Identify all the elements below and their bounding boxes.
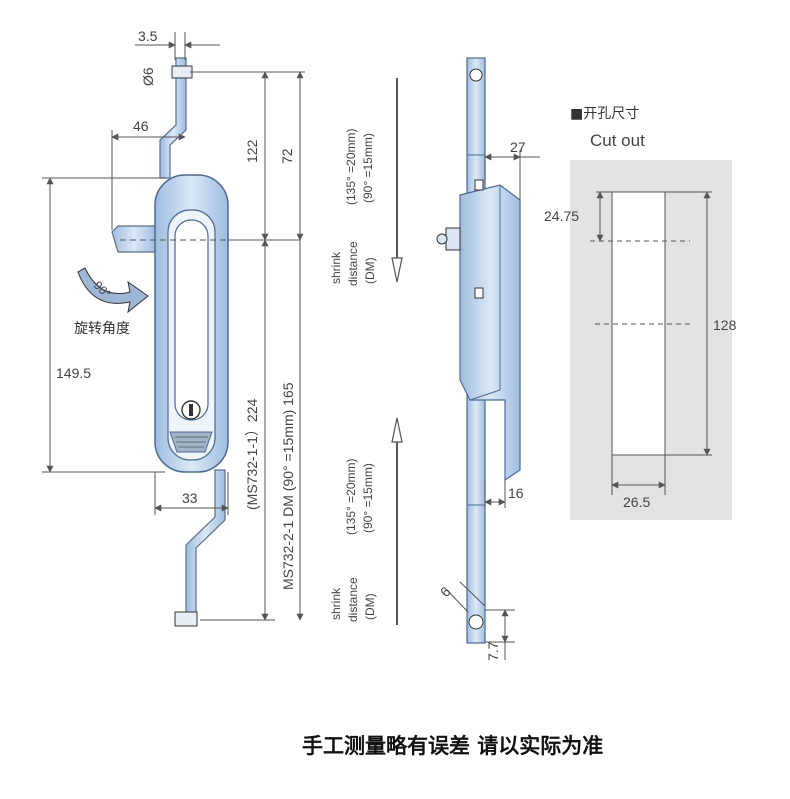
dim-24-75: 24.75 — [544, 208, 579, 224]
dim-149-5: 149.5 — [56, 365, 91, 381]
bottom-bolt — [174, 611, 198, 627]
dim-16: 16 — [508, 485, 524, 501]
shrink-lower-s2: distance — [346, 577, 360, 622]
shrink-lower-s3: (DM) — [363, 593, 377, 620]
dim-6-side: 6 — [437, 583, 454, 600]
dim-72: 72 — [279, 148, 295, 164]
side-knob — [445, 227, 461, 251]
dim-46: 46 — [133, 118, 149, 134]
side-view — [436, 57, 521, 644]
handle-lever — [111, 225, 157, 253]
model-line-1: (MS732-1-1）224 — [244, 399, 260, 510]
shrink-lower — [391, 417, 403, 625]
dim-7-7: 7.7 — [485, 641, 501, 661]
shrink-lower-s1: shrink — [329, 587, 343, 620]
shrink-upper-l1: (135° =20mm) — [344, 129, 358, 206]
cutout-title-en: Cut out — [590, 131, 645, 150]
rotation-arrow-icon — [77, 267, 149, 314]
cutout-dimensions — [590, 191, 712, 495]
shrink-lower-l2: (90° =15mm) — [361, 463, 375, 533]
shrink-upper-s1: shrink — [329, 251, 343, 284]
model-line-2: MS732-2-1 DM (90° =15mm) 165 — [280, 382, 296, 590]
shrink-upper-s3: (DM) — [363, 257, 377, 284]
front-dimensions — [42, 32, 305, 621]
dim-122: 122 — [244, 139, 260, 163]
handle-slot — [174, 219, 209, 421]
shrink-lower-l1: (135° =20mm) — [344, 459, 358, 536]
shrink-upper — [391, 78, 403, 283]
dim-128: 128 — [713, 317, 737, 333]
cutout-title-cn: ■开孔尺寸 — [570, 106, 639, 122]
footer-note: 手工测量略有误差 请以实际为准 — [302, 734, 603, 758]
rotation-label: 旋转角度 — [74, 321, 130, 337]
dim-33: 33 — [182, 490, 198, 506]
side-dimensions — [444, 150, 540, 660]
dim-3-5: 3.5 — [138, 28, 158, 44]
shrink-upper-s2: distance — [346, 241, 360, 286]
front-view — [111, 57, 229, 627]
top-bolt — [171, 65, 193, 79]
dim-phi6: Ø6 — [140, 67, 156, 86]
dim-26-5: 26.5 — [623, 494, 650, 510]
cutout-hole — [611, 191, 666, 456]
shrink-upper-l2: (90° =15mm) — [361, 133, 375, 203]
dim-27: 27 — [510, 139, 526, 155]
top-rod — [159, 57, 187, 179]
